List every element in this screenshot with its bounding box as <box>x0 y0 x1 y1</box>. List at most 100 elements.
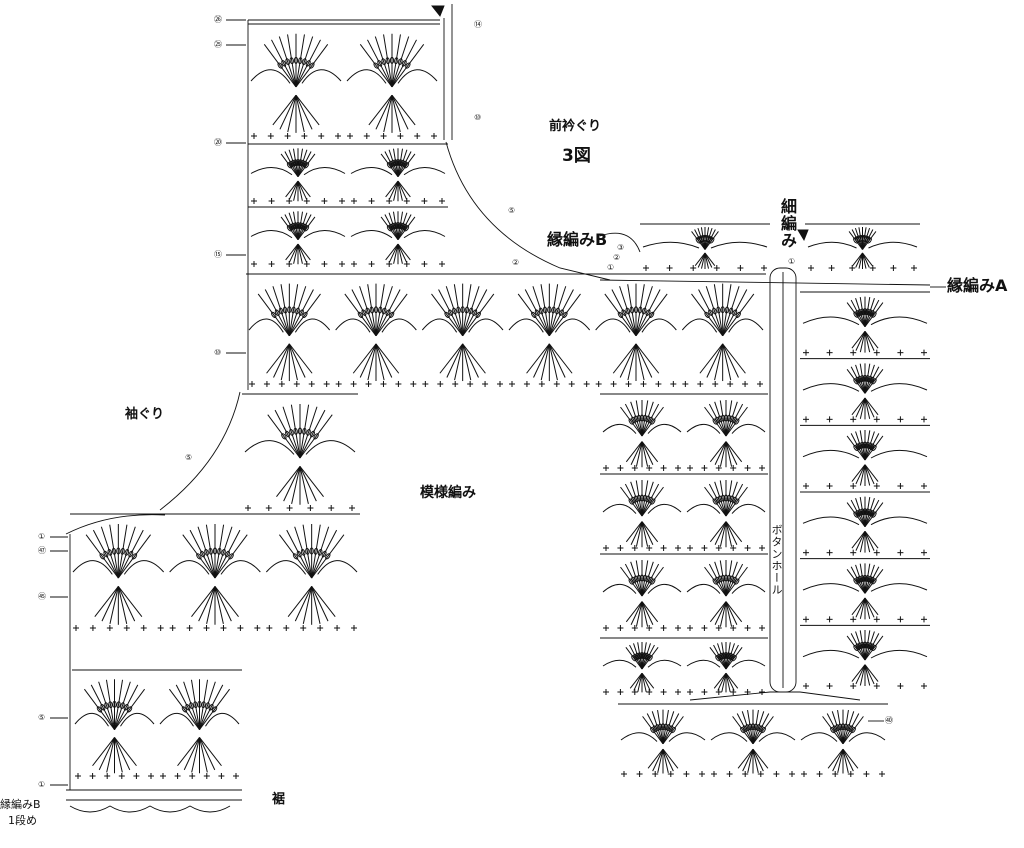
shell-stitch <box>662 711 675 744</box>
shell-stitch <box>864 496 871 527</box>
shell-stitch <box>629 644 643 670</box>
edging-motif-right <box>805 223 920 271</box>
stitch-bobble <box>398 159 403 167</box>
stitch-bobble <box>720 306 725 314</box>
shell-stitch <box>846 302 866 327</box>
fan-stitch <box>864 597 875 618</box>
shell-stitch <box>297 216 316 240</box>
stitch-bobble <box>111 547 117 555</box>
shell-stitch <box>657 709 664 744</box>
shell-stitch <box>288 293 321 337</box>
chain-arch <box>802 516 860 526</box>
shell-stitch <box>846 435 866 461</box>
stitch-bobble <box>721 652 726 660</box>
shell-stitch <box>736 713 754 745</box>
shell-stitch <box>311 534 345 579</box>
stitch-bobble <box>287 306 292 314</box>
stitch-bobble <box>867 309 873 316</box>
fan-stitch <box>280 343 290 381</box>
fan-stitch <box>864 664 879 682</box>
shell-stitch <box>375 286 393 336</box>
fan-stitch <box>719 521 727 547</box>
fan-stitch <box>114 737 123 773</box>
fan-stitch <box>827 748 844 769</box>
shell-stitch <box>850 433 866 461</box>
stitch-bobble <box>281 60 287 67</box>
shell-stitch <box>205 524 216 579</box>
stitch-bobble <box>727 652 733 660</box>
fan-stitch <box>851 397 866 416</box>
shell-stitch <box>384 151 399 177</box>
shell-stitch <box>397 216 416 240</box>
fan-stitch <box>391 94 409 130</box>
shell-stitch <box>284 151 299 177</box>
stitch-bobble <box>857 309 863 316</box>
fan-stitch <box>859 664 866 686</box>
shell-stitch <box>725 643 735 670</box>
shell-stitch <box>374 36 393 88</box>
shell-stitch <box>117 534 151 579</box>
fan-stitch <box>725 521 738 545</box>
shell-stitch <box>646 713 664 745</box>
stitch-bobble <box>208 703 214 711</box>
fan-stitch <box>299 466 317 502</box>
shell-stitch <box>641 644 655 670</box>
stitch-bobble <box>277 62 283 69</box>
stitch-bobble <box>635 652 641 660</box>
chain-arch <box>731 503 766 514</box>
stitch-bobble <box>723 652 729 659</box>
fan-stitch <box>641 521 659 543</box>
shell-stitch <box>311 529 338 579</box>
stitch-bobble <box>281 433 287 440</box>
shell-stitch <box>635 289 661 337</box>
stitch-bobble <box>393 222 398 230</box>
shell-stitch <box>299 414 333 459</box>
shell-stitch <box>752 711 765 744</box>
shell-stitch <box>864 302 884 327</box>
chain-arch <box>602 659 637 668</box>
shell-stitch <box>367 39 393 88</box>
stitch-bobble <box>283 306 288 314</box>
fan-stitch <box>862 252 870 268</box>
fan-stitch <box>635 441 643 467</box>
stitch-bobble <box>645 309 651 316</box>
stitch-bobble <box>871 444 877 452</box>
chain-arch <box>265 560 307 575</box>
shell-stitch <box>859 496 866 527</box>
stitch-bobble <box>388 160 394 168</box>
shell-stitch <box>864 299 880 327</box>
shell-stitch <box>641 483 660 517</box>
stitch-bobble <box>108 701 113 709</box>
shell-stitch <box>380 153 399 177</box>
shell-stitch <box>704 486 727 517</box>
shell-stitch <box>351 289 377 337</box>
chain-arch <box>668 732 706 742</box>
shell-stitch <box>842 709 849 744</box>
stitch-bobble <box>631 655 637 662</box>
shell-stitch <box>85 534 119 579</box>
panel-right-front <box>600 393 768 631</box>
stitch-bobble <box>228 553 234 560</box>
shell-stitch <box>842 716 864 745</box>
shell-stitch <box>98 681 115 730</box>
fan-stitch <box>311 586 321 624</box>
shell-stitch <box>732 716 754 745</box>
shell-stitch <box>391 36 410 88</box>
stitch-bobble <box>643 652 649 660</box>
shell-stitch <box>297 214 312 240</box>
stitch-bobble <box>857 509 863 516</box>
shell-stitch <box>311 524 321 579</box>
row-marker-25: ㉕ <box>214 40 222 49</box>
shell-stitch <box>295 34 305 87</box>
stitch-bobble <box>201 701 206 709</box>
stitch-bobble <box>650 578 656 585</box>
fan-stitch <box>633 672 643 691</box>
stitch-bobble <box>120 702 125 710</box>
stitch-bobble <box>867 375 873 383</box>
shell-stitch <box>548 293 581 337</box>
shell-stitch <box>297 151 312 177</box>
shell-stitch <box>846 568 866 594</box>
shell-stitch <box>864 499 880 527</box>
stitch-bobble <box>855 376 861 384</box>
chain-arch <box>602 503 637 514</box>
